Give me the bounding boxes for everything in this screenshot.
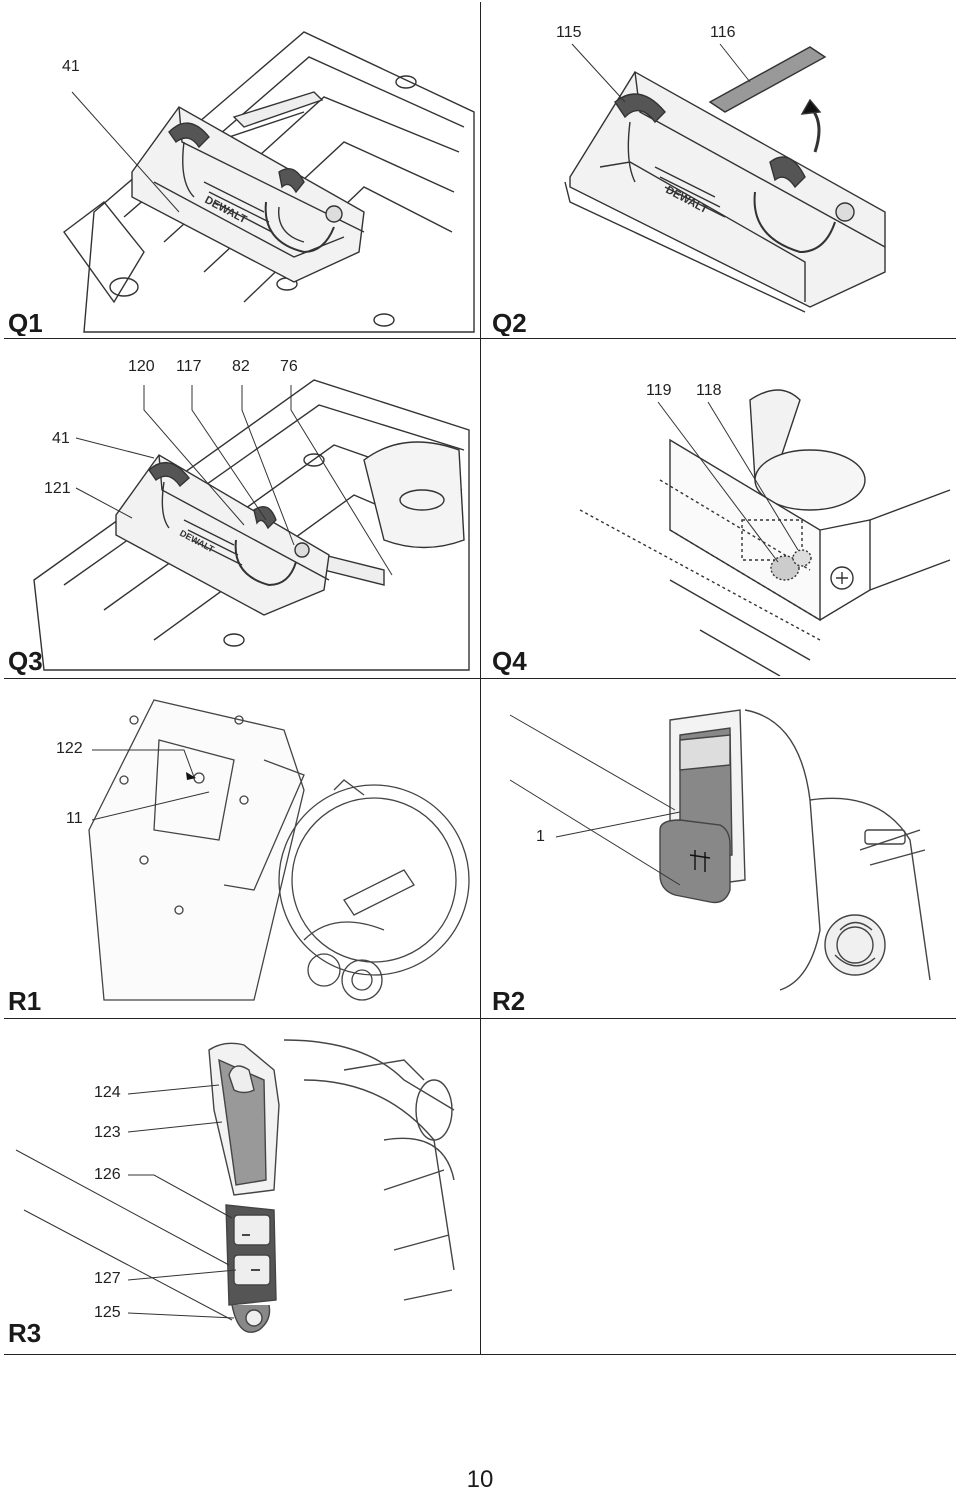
leader-line xyxy=(75,487,133,519)
callout-122: 122 xyxy=(56,740,83,757)
q4-illustration xyxy=(579,389,951,676)
callout-119: 119 xyxy=(646,382,672,399)
callout-123: 123 xyxy=(94,1124,121,1141)
leader-line xyxy=(707,401,799,551)
panel-q4: 119 118 Q4 xyxy=(480,340,956,676)
grid-divider xyxy=(480,2,481,1354)
panel-r3: 124 123 126 127 125 R3 xyxy=(4,1020,480,1352)
panel-q2: DEWALT 115 116 Q2 xyxy=(480,2,956,336)
leader-line xyxy=(571,43,626,103)
callout-41: 41 xyxy=(52,430,70,447)
leader-line xyxy=(127,1269,237,1281)
callout-82: 82 xyxy=(232,358,250,375)
leader-line xyxy=(127,1121,223,1133)
panel-label-q4: Q4 xyxy=(492,646,527,676)
panel-label-r2: R2 xyxy=(492,986,526,1016)
figure-grid xyxy=(4,2,956,1355)
r1-illustration xyxy=(88,699,470,1001)
leader-line xyxy=(509,714,676,811)
callout-116: 116 xyxy=(710,24,736,41)
leader-line xyxy=(290,385,393,576)
q3-illustration: DEWALT xyxy=(33,379,470,671)
r2-illustration xyxy=(509,709,931,991)
leader-line xyxy=(657,401,779,563)
q1-illustration: DEWALT xyxy=(63,31,475,333)
panel-label-r1: R1 xyxy=(8,986,42,1016)
leader-line xyxy=(555,811,681,838)
leader-line xyxy=(91,791,210,821)
callout-127: 127 xyxy=(94,1270,121,1287)
panel-q1: DEWALT 41 Q1 xyxy=(4,2,480,336)
leader-line xyxy=(15,1149,230,1266)
leader-line xyxy=(75,437,155,459)
callout-41: 41 xyxy=(62,58,80,75)
callout-115: 115 xyxy=(556,24,582,41)
panel-label-q2: Q2 xyxy=(492,308,527,336)
leader-line xyxy=(23,1209,233,1321)
callout-124: 124 xyxy=(94,1084,121,1101)
callout-125: 125 xyxy=(94,1304,121,1321)
grid-divider xyxy=(4,1354,956,1355)
leader-line xyxy=(191,385,267,521)
r3-illustration xyxy=(15,1039,455,1333)
callout-118: 118 xyxy=(696,382,722,399)
panel-r2: 1 R2 xyxy=(480,680,956,1016)
callout-117: 117 xyxy=(176,358,202,375)
leader-line xyxy=(509,779,681,886)
panel-label-q1: Q1 xyxy=(8,308,43,336)
callout-11: 11 xyxy=(66,810,83,827)
callout-76: 76 xyxy=(280,358,298,375)
callout-121: 121 xyxy=(44,480,71,497)
leader-line xyxy=(143,385,245,526)
leader-line xyxy=(128,1174,233,1219)
panel-label-r3: R3 xyxy=(8,1318,42,1348)
leader-line xyxy=(127,1084,220,1095)
callout-126: 126 xyxy=(94,1166,121,1183)
leader-line xyxy=(719,43,751,83)
q2-illustration: DEWALT xyxy=(564,43,886,313)
panel-r1: 122 11 R1 xyxy=(4,680,480,1016)
page-number: 10 xyxy=(466,1466,494,1493)
leader-line xyxy=(71,91,180,213)
leader-line xyxy=(92,749,195,778)
panel-q3: DEWALT 120 117 82 76 41 121 Q3 xyxy=(4,340,480,676)
panel-label-q3: Q3 xyxy=(8,646,43,676)
leader-line xyxy=(127,1312,235,1319)
callout-120: 120 xyxy=(128,358,155,375)
leader-line xyxy=(241,385,295,546)
callout-1: 1 xyxy=(536,828,545,845)
